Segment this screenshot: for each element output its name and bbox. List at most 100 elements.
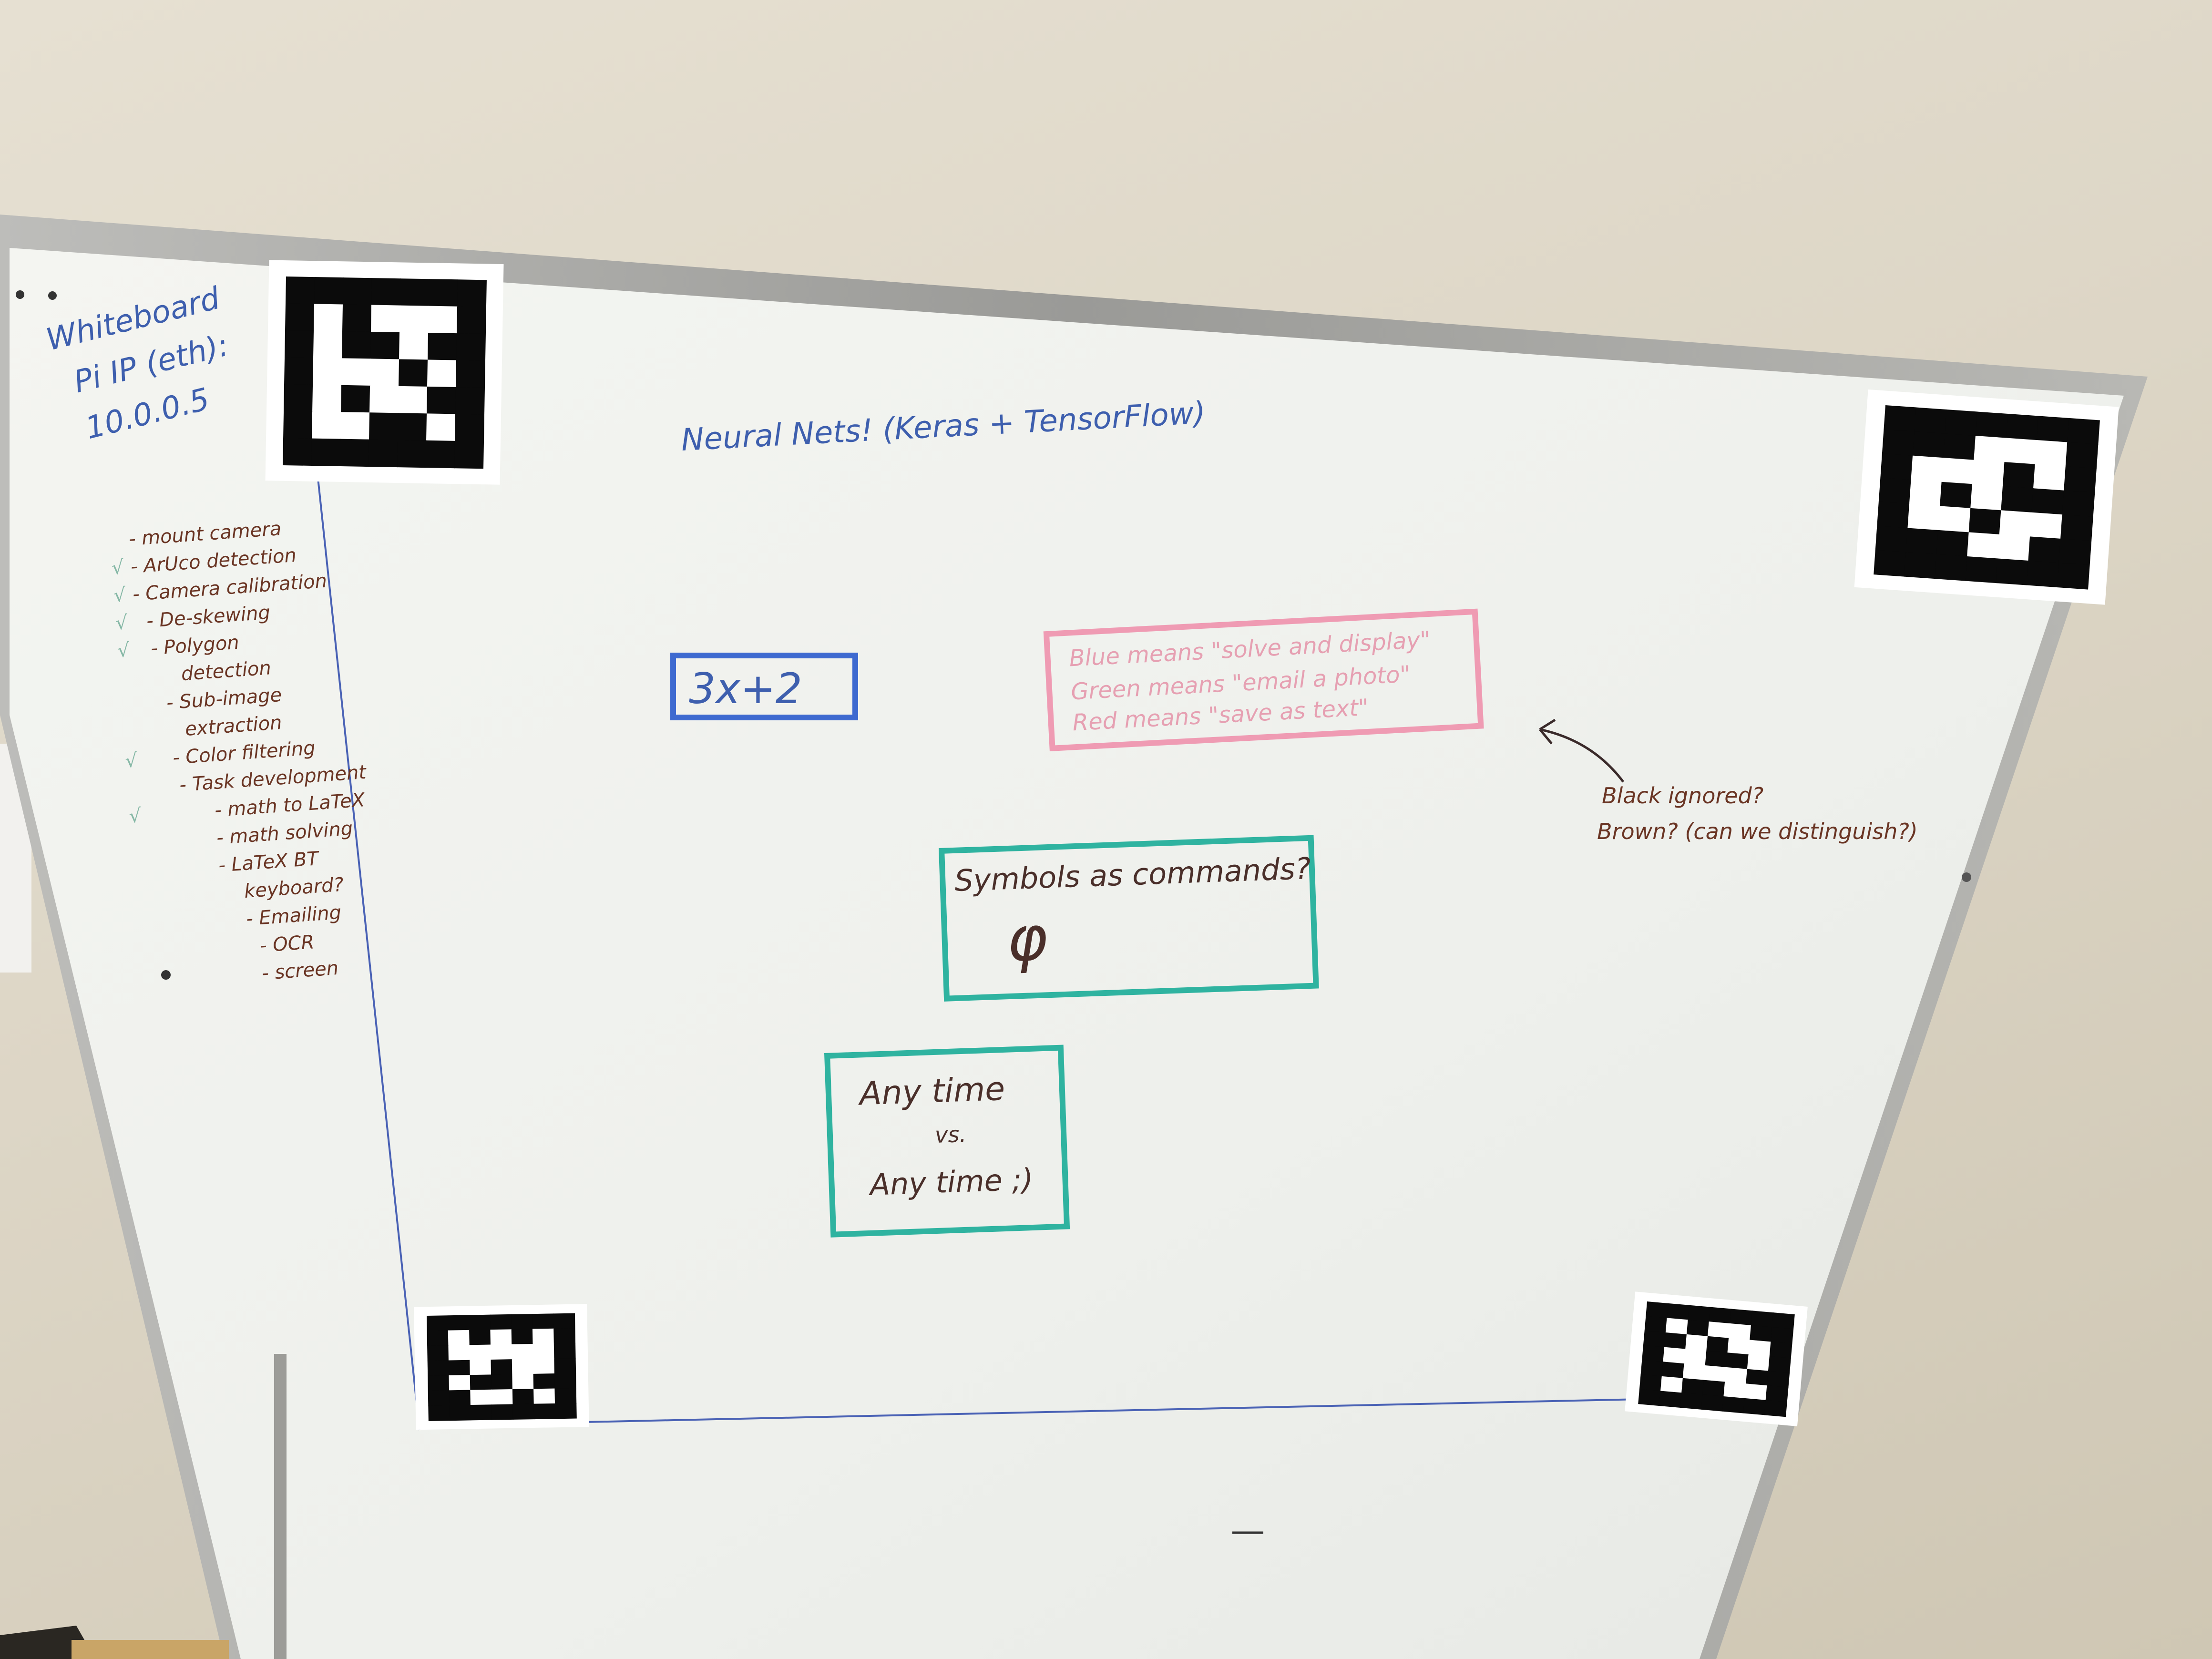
aruco-cell (285, 303, 315, 331)
aruco-cell (1997, 534, 2030, 562)
aruco-cell (456, 333, 486, 361)
aruco-cell (427, 359, 457, 388)
todo-check-icon: √ (128, 805, 142, 828)
aruco-cell (428, 1405, 451, 1421)
todo-check-icon: √ (113, 584, 127, 607)
aruco-cell (1884, 405, 1917, 432)
aruco-cell (455, 360, 485, 389)
aruco-cell (1935, 554, 1968, 581)
aruco-cell (1882, 429, 1915, 456)
aruco-cell (492, 1404, 513, 1420)
aruco-cell (1661, 1362, 1685, 1379)
aruco-cell (284, 384, 314, 412)
aruco-cell (427, 1360, 450, 1376)
aruco-cell (2033, 464, 2066, 491)
aruco-cell (533, 1373, 555, 1390)
aruco-cell (1945, 409, 1978, 437)
aruco-cell (1705, 1351, 1728, 1368)
guide-line-vertical (316, 469, 420, 1431)
aruco-cell (1768, 1356, 1791, 1373)
aruco-cell (1974, 436, 2007, 463)
screw (16, 290, 24, 299)
aruco-cell (491, 1389, 513, 1405)
aruco-marker-top-left (265, 260, 504, 485)
aruco-cell (1936, 530, 1969, 557)
aruco-cell (1874, 550, 1906, 577)
aruco-cell (342, 304, 372, 332)
aruco-cell (397, 440, 427, 468)
aruco-cell (399, 332, 429, 360)
aruco-cell (2028, 536, 2061, 563)
aruco-cell (2001, 486, 2034, 513)
aruco-cell (1703, 1365, 1727, 1382)
aruco-cell (532, 1328, 554, 1344)
aruco-cell (554, 1358, 576, 1374)
aruco-cell (511, 1329, 533, 1345)
aruco-cell (470, 1359, 492, 1376)
todo-check-icon: √ (111, 556, 125, 579)
aruco-cell (1681, 1378, 1704, 1395)
aruco-cell (1680, 1393, 1703, 1410)
aruco-cell (342, 331, 372, 359)
aruco-cell (369, 412, 399, 440)
aruco-cell (1729, 1323, 1751, 1341)
aruco-cell (1730, 1309, 1753, 1326)
aruco-cell (469, 1314, 491, 1331)
aruco-cell (311, 438, 341, 467)
aruco-cell (511, 1314, 533, 1330)
aruco-cell (1686, 1320, 1710, 1337)
aruco-cell (398, 413, 428, 441)
equation-text: 3x+2 (689, 664, 802, 713)
aruco-cell (1709, 1307, 1732, 1324)
aruco-cell (1659, 1391, 1682, 1408)
aruco-cell (1667, 1303, 1690, 1321)
aruco-cell (1643, 1331, 1666, 1348)
aruco-cell (342, 277, 372, 306)
aruco-cell (533, 1403, 556, 1420)
anytime-line3: Any time ;) (867, 1162, 1034, 1202)
aruco-cell (314, 304, 343, 332)
aruco-cell (1664, 1332, 1687, 1350)
aruco-cell (469, 1344, 492, 1361)
aruco-cell (340, 412, 370, 440)
aruco-cell (283, 411, 313, 439)
aruco-cell (1748, 1340, 1772, 1357)
aruco-cell (2064, 466, 2097, 493)
aruco-cell (1665, 1318, 1689, 1335)
aruco-cell (1975, 411, 2008, 439)
aruco-cell (1996, 558, 2029, 585)
aruco-cell (1722, 1396, 1745, 1413)
aruco-cell (428, 1375, 450, 1392)
todo-check-icon: √ (124, 749, 138, 772)
todo-check-icon: √ (115, 612, 129, 635)
aruco-cell (1702, 1380, 1726, 1397)
aruco-cell (370, 358, 400, 387)
aruco-cell (1972, 460, 2005, 487)
aruco-cell (470, 1374, 492, 1391)
aruco-cell (533, 1358, 555, 1374)
aruco-cell (312, 411, 342, 440)
aruco-cell (1707, 1321, 1731, 1339)
aruco-cell (1751, 1311, 1774, 1328)
aruco-cell (455, 387, 485, 415)
aruco-cell (285, 276, 315, 305)
aruco-cell (448, 1315, 470, 1331)
aruco-cell (1685, 1334, 1708, 1352)
aruco-cell (1706, 1336, 1730, 1353)
aruco-cell (491, 1374, 513, 1390)
aruco-cell (491, 1359, 513, 1375)
aruco-cell (370, 331, 400, 360)
aruco-cell (2006, 413, 2039, 441)
aruco-cell (1724, 1367, 1748, 1384)
aruco-cell (1688, 1305, 1711, 1322)
phi-symbol-icon: φ (1005, 901, 1049, 975)
aruco-cell (1941, 458, 1975, 485)
aruco-cell (469, 1330, 491, 1346)
aruco-cell (1943, 433, 1976, 461)
aruco-cell (1968, 508, 2002, 535)
aruco-cell (1682, 1363, 1706, 1381)
aruco-cell (553, 1328, 576, 1344)
side-note: Black ignored? Brown? (can we distinguis… (1597, 783, 1918, 844)
marker-rod (274, 1354, 287, 1659)
